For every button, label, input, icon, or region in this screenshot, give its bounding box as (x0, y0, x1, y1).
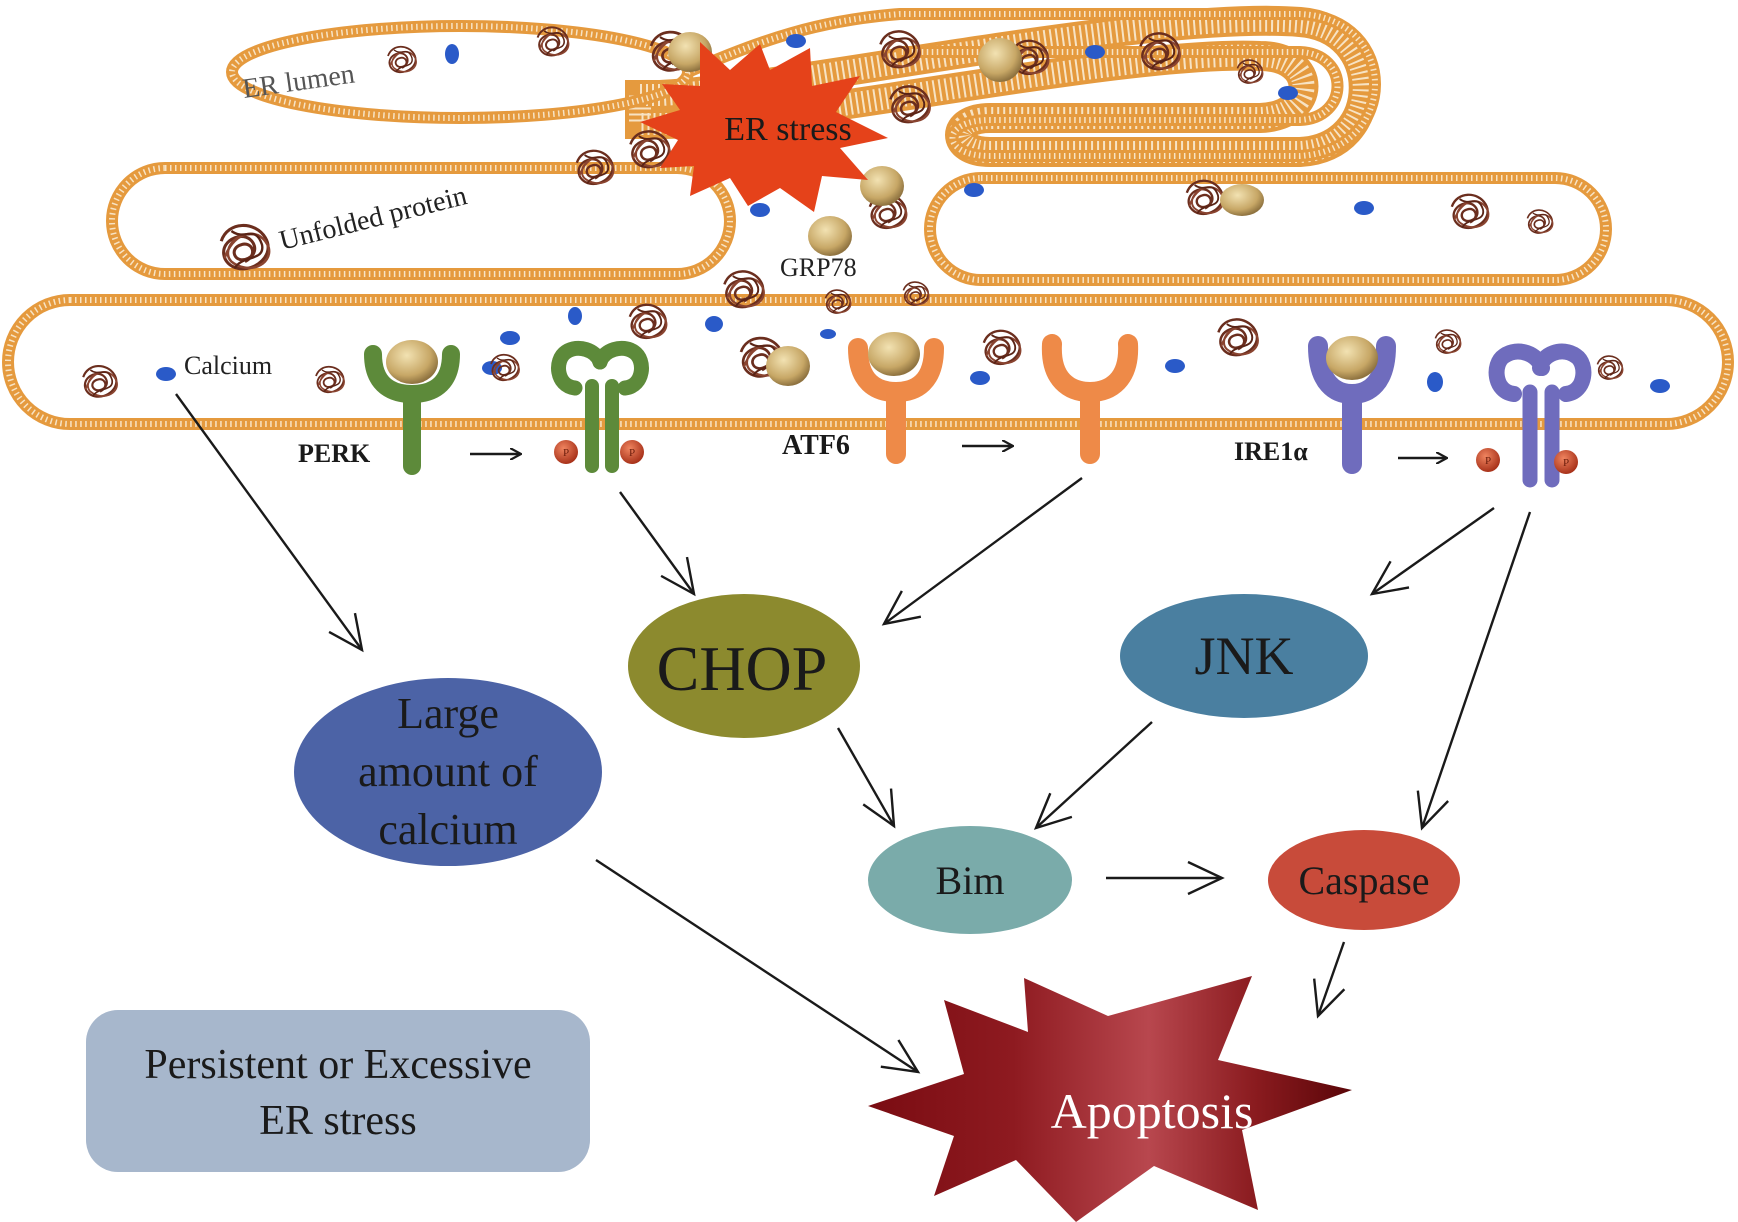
unfolded-protein (315, 365, 346, 394)
unfolded-protein (387, 45, 418, 74)
persistent-line-1: Persistent or Excessive (144, 1042, 531, 1088)
unfolded-protein (1185, 179, 1225, 216)
apoptosis-label: Apoptosis (1051, 1083, 1254, 1139)
calcium-ions (156, 34, 1670, 393)
apoptosis-burst (868, 976, 1352, 1222)
phospho-label: P (1563, 457, 1569, 469)
calcium-ion (1427, 372, 1443, 392)
er-stress-burst: ER stress (640, 42, 888, 212)
unfolded-protein (982, 329, 1022, 366)
calcium-ion (786, 34, 806, 48)
large-calcium-line-1: Large (397, 689, 499, 738)
er-membrane-top-loop (625, 5, 1379, 167)
grp78-label: GRP78 (780, 253, 857, 282)
calcium-ion (705, 316, 723, 332)
perk-receptor-inactive (364, 340, 460, 475)
calcium-ion (500, 331, 520, 345)
atf6-receptor-active (1041, 334, 1139, 464)
pathway-arrows (175, 393, 1532, 1074)
grp78-molecule (766, 346, 810, 386)
perk-label: PERK (298, 439, 371, 468)
atf6-receptor-inactive (848, 332, 944, 464)
node-large-calcium: Large amount of calcium (294, 678, 602, 866)
unfolded-protein (1526, 209, 1554, 234)
perk-to-chop-arrow (619, 491, 696, 597)
atf6-to-chop-arrow (881, 477, 1083, 626)
calcium-ion (1085, 45, 1105, 59)
phospho-label: P (563, 447, 569, 459)
calcium-ion (820, 329, 836, 339)
unfolded-protein (219, 223, 271, 271)
calcium-ion (156, 367, 176, 381)
perk-receptor-active: P P (551, 340, 649, 473)
grp78-molecule (978, 38, 1022, 82)
calcium-label: Calcium (184, 351, 272, 380)
large-calcium-line-2: amount of (358, 747, 538, 796)
unfolded-protein (490, 353, 521, 382)
caspase-label: Caspase (1298, 858, 1429, 903)
jnk-label: JNK (1194, 626, 1293, 686)
unfolded-protein (1434, 329, 1462, 354)
node-caspase: Caspase (1268, 830, 1460, 930)
calcium-ion (750, 203, 770, 217)
activation-arrows (470, 446, 1446, 458)
phospho-group (554, 440, 578, 464)
phospho-group (1554, 450, 1578, 474)
unfolded-protein (1217, 318, 1260, 357)
calcium-ion (970, 371, 990, 385)
phospho-label: P (1485, 455, 1491, 467)
atf6-label: ATF6 (782, 430, 850, 461)
chop-label: CHOP (657, 633, 828, 704)
unfolded-protein (82, 364, 119, 398)
chop-to-bim-arrow (836, 727, 896, 829)
calcium-ion (1165, 359, 1185, 373)
unfolded-protein (1450, 193, 1490, 230)
calcium-ion (1278, 86, 1298, 100)
unfolded-protein (1596, 355, 1624, 380)
phospho-label: P (629, 447, 635, 459)
ire1a-receptor-active: P P (1476, 343, 1592, 488)
calcium-ion (445, 44, 459, 64)
persistent-line-2: ER stress (259, 1098, 417, 1144)
grp78-molecule (860, 166, 904, 206)
ire1a-to-jnk-arrow (1369, 507, 1495, 596)
er-lumen-cisterna-3 (924, 172, 1612, 286)
er-membrane (2, 5, 1734, 430)
node-apoptosis: Apoptosis (868, 976, 1352, 1222)
caspase-to-apoptosis-arrow (1312, 941, 1346, 1019)
calcium-ion (1354, 201, 1374, 215)
er-stress-shape (640, 42, 888, 212)
grp78-bound (868, 332, 920, 376)
er-stress-label: ER stress (724, 111, 852, 148)
jnk-to-bim-arrow (1033, 721, 1153, 830)
unfolded-protein-label: Unfolded protein (276, 180, 470, 257)
node-bim: Bim (868, 826, 1072, 934)
phospho-group (1476, 448, 1500, 472)
persistent-er-stress-box: Persistent or Excessive ER stress (86, 1010, 590, 1172)
grp78-bound (386, 340, 438, 384)
grp78-molecule (808, 216, 852, 256)
calcium-ion (568, 307, 582, 325)
node-chop: CHOP (628, 594, 860, 738)
bim-label: Bim (936, 858, 1005, 903)
er-lumen-label: ER lumen (241, 59, 357, 105)
large-calcium-line-3: calcium (378, 805, 517, 854)
ire1a-receptor-inactive (1308, 336, 1396, 474)
phospho-group (620, 440, 644, 464)
unfolded-protein (628, 303, 668, 340)
er-lumen-main (2, 294, 1734, 430)
grp78-molecule (1220, 184, 1264, 216)
ire1a-label: IRE1α (1234, 437, 1308, 466)
calcium-ion (1650, 379, 1670, 393)
grp78-bound (1326, 336, 1378, 380)
node-jnk: JNK (1120, 594, 1368, 718)
large-calcium-to-apoptosis-arrow (595, 858, 921, 1074)
calcium-to-large-calcium-arrow (175, 393, 364, 653)
ire1a-to-caspase-arrow (1416, 511, 1532, 831)
calcium-ion (964, 183, 984, 197)
